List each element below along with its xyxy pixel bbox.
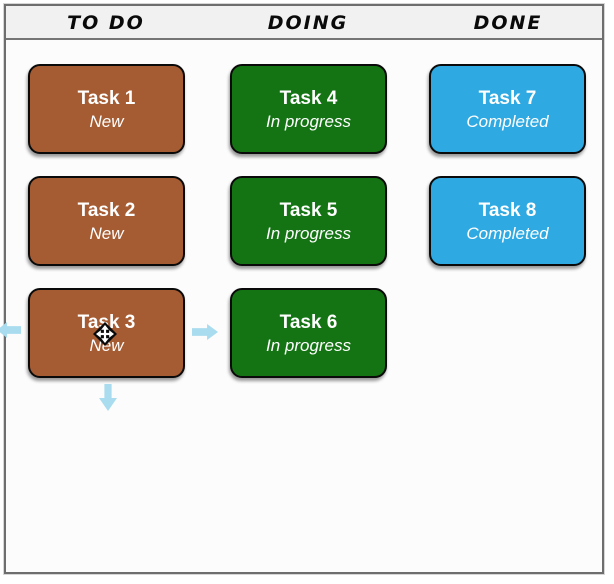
card-status: New <box>89 335 124 355</box>
card-status: Completed <box>466 111 549 131</box>
card-task-6[interactable]: Task 6 In progress <box>230 288 387 378</box>
column-header-doing: DOING <box>267 12 349 34</box>
card-status: New <box>89 223 124 243</box>
card-task-4[interactable]: Task 4 In progress <box>230 64 387 154</box>
card-status: In progress <box>265 335 352 355</box>
card-status: In progress <box>265 111 352 131</box>
card-title: Task 4 <box>279 87 338 109</box>
move-cursor-icon <box>93 322 117 346</box>
column-header-todo: TO DO <box>67 12 145 34</box>
card-status: New <box>89 111 124 131</box>
card-title: Task 3 <box>77 311 136 333</box>
card-task-3[interactable]: Task 3 New <box>28 288 185 378</box>
column-header-done: DONE <box>473 12 543 34</box>
card-title: Task 1 <box>77 87 136 109</box>
card-task-1[interactable]: Task 1 New <box>28 64 185 154</box>
card-title: Task 6 <box>279 311 338 333</box>
card-status: Completed <box>466 223 549 243</box>
card-task-5[interactable]: Task 5 In progress <box>230 176 387 266</box>
card-title: Task 5 <box>279 199 338 221</box>
card-task-8[interactable]: Task 8 Completed <box>429 176 586 266</box>
card-task-2[interactable]: Task 2 New <box>28 176 185 266</box>
card-status: In progress <box>265 223 352 243</box>
card-title: Task 2 <box>77 199 136 221</box>
card-title: Task 8 <box>478 199 537 221</box>
card-task-7[interactable]: Task 7 Completed <box>429 64 586 154</box>
card-title: Task 7 <box>478 87 537 109</box>
board-header: TO DO DOING DONE <box>6 6 602 40</box>
